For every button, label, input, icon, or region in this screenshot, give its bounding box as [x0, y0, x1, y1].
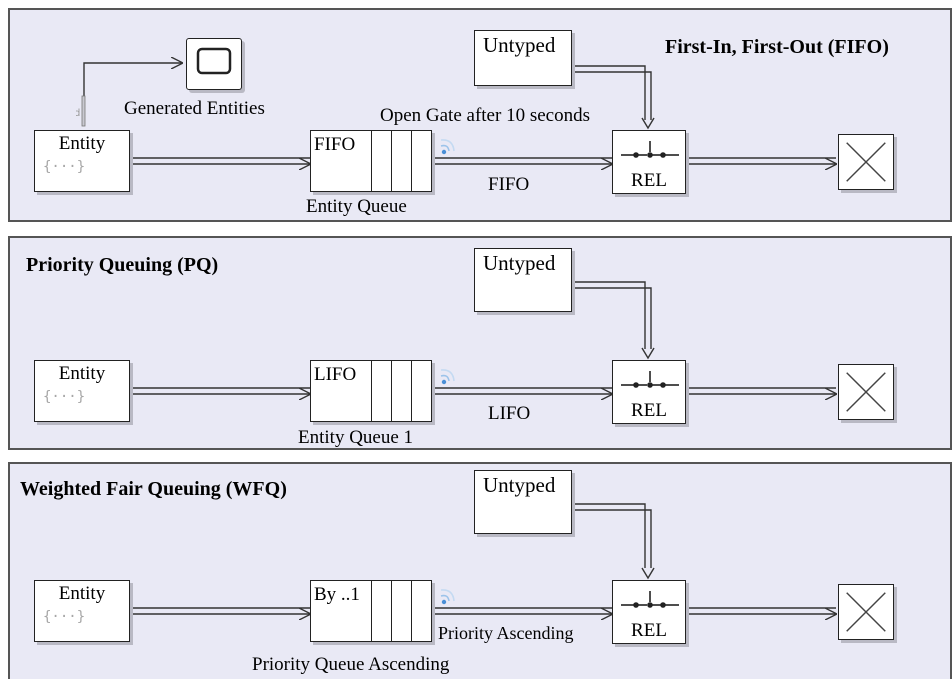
queue-slot: [391, 131, 411, 191]
untyped-label: Untyped: [483, 33, 556, 57]
line-label: LIFO: [488, 403, 531, 424]
entity-label: Entity: [58, 583, 106, 604]
entity-icon: {···}: [43, 159, 86, 175]
entity-generator-icon: d: [76, 95, 86, 127]
connection-line: [572, 71, 652, 120]
queue-type-label: LIFO: [314, 364, 357, 385]
queue-block[interactable]: By ..1: [310, 580, 432, 642]
terminator-block[interactable]: [838, 364, 894, 420]
queue-name: Entity Queue: [306, 196, 407, 217]
queue-slot: [371, 581, 391, 641]
terminator-icon: [846, 592, 886, 632]
untyped-block[interactable]: Untyped: [474, 470, 572, 534]
connection-arrow: [641, 117, 655, 130]
entity-label: Entity: [58, 133, 106, 154]
gate-icon: [621, 591, 679, 608]
connection-line: [83, 63, 182, 97]
line-label: FIFO: [488, 174, 530, 195]
line-label: Priority Ascending: [438, 623, 574, 643]
queue-slot: [411, 361, 431, 421]
queue-name: Priority Queue Ascending: [252, 654, 450, 675]
entity-icon: {···}: [43, 609, 86, 625]
gate-block[interactable]: REL: [612, 130, 686, 194]
queue-name: Entity Queue 1: [298, 427, 414, 448]
scope-icon: [196, 47, 232, 75]
queue-type-label: FIFO: [314, 134, 356, 155]
queue-block[interactable]: LIFO: [310, 360, 432, 422]
svg-text:d: d: [76, 108, 80, 119]
queue-slot: [391, 361, 411, 421]
untyped-block[interactable]: Untyped: [474, 248, 572, 312]
entity-label: Entity: [58, 363, 106, 384]
subsystem-title: Priority Queuing (PQ): [26, 254, 219, 276]
entity-icon: {···}: [43, 389, 86, 405]
gate-icon: [621, 141, 679, 158]
queue-slot: [411, 131, 431, 191]
signal-icon: [440, 369, 455, 385]
terminator-block[interactable]: [838, 134, 894, 190]
terminator-icon: [846, 372, 886, 412]
connection-line: [572, 287, 652, 349]
entity-generator-block[interactable]: Entity {···}: [34, 130, 130, 192]
connection-line: [572, 503, 646, 568]
connection-line: [572, 509, 652, 568]
gate-block[interactable]: REL: [612, 360, 686, 424]
connection-arrow: [641, 567, 655, 580]
subsystem-title: Weighted Fair Queuing (WFQ): [20, 478, 287, 500]
queue-block[interactable]: FIFO: [310, 130, 432, 192]
entity-generator-block[interactable]: Entity {···}: [34, 580, 130, 642]
queue-slot: [371, 361, 391, 421]
connection-arrow: [641, 347, 655, 360]
untyped-label: Untyped: [483, 473, 556, 497]
gate-annotation: Open Gate after 10 seconds: [380, 105, 590, 126]
scope-label: Generated Entities: [124, 98, 265, 119]
untyped-block[interactable]: Untyped: [474, 30, 572, 86]
queue-slot: [391, 581, 411, 641]
signal-icon: [440, 589, 455, 605]
entity-generator-block[interactable]: Entity {···}: [34, 360, 130, 422]
terminator-block[interactable]: [838, 584, 894, 640]
queue-type-label: By ..1: [314, 584, 360, 605]
terminator-icon: [846, 142, 886, 182]
gate-icon: [621, 371, 679, 388]
queue-slot: [371, 131, 391, 191]
queue-slot: [411, 581, 431, 641]
connection-line: [572, 281, 646, 349]
signal-icon: [440, 139, 455, 155]
scope-block[interactable]: [186, 38, 242, 90]
subsystem-title: First-In, First-Out (FIFO): [665, 36, 889, 58]
connection-line: [572, 65, 646, 120]
untyped-label: Untyped: [483, 251, 556, 275]
gate-label: REL: [631, 620, 667, 641]
gate-label: REL: [631, 400, 667, 421]
gate-block[interactable]: REL: [612, 580, 686, 644]
gate-label: REL: [631, 170, 667, 191]
